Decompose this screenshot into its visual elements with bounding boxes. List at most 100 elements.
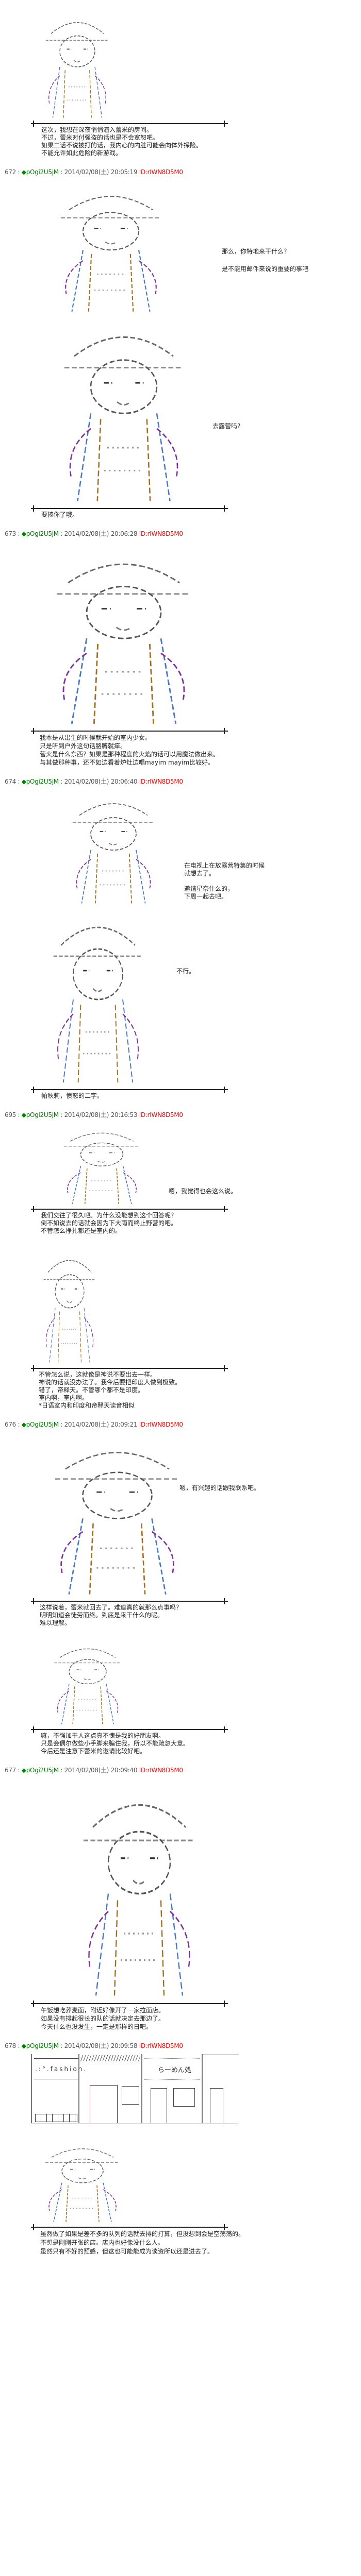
narration-caption: 不管怎么说，这就像是神说不要出去一样。 神说的话就没办法了。我今后要把印度人做到… — [39, 1371, 182, 1409]
post-number: 676 — [5, 1421, 17, 1428]
post-date: 2014/02/08(土) 20:09:21 — [64, 1421, 138, 1428]
poster-trip[interactable]: ◆pOgi2U5jM — [21, 530, 59, 537]
panel-divider — [31, 1087, 228, 1093]
poster-id[interactable]: ID:rIWN8D5M0 — [139, 1767, 183, 1774]
post-date: 2014/02/08(土) 20:06:40 — [64, 778, 138, 785]
poster-trip[interactable]: ◆pOgi2U5jM — [21, 1421, 59, 1428]
narration-caption: 我们交往了很久吧。为什么没能想到这个回答呢？ 倒不如说去的话就会因为下大雨而终止… — [41, 1212, 177, 1234]
poster-id[interactable]: ID:rIWN8D5M0 — [139, 1111, 183, 1118]
speech-text: 那么，你特地来干什么？ 是不能用邮件来说的重要的事吧 — [222, 248, 309, 273]
figure-drawing — [34, 1246, 106, 1365]
art-panel — [0, 1246, 361, 1365]
art-panel: 不行。 — [0, 906, 361, 1086]
ascii-art-figure — [31, 2139, 134, 2224]
ramen-sign: らーめん処 — [158, 2066, 192, 2074]
ascii-art-figure — [41, 314, 206, 505]
narration-caption: 要揍你了哦。 — [41, 511, 79, 518]
figure-drawing — [34, 9, 121, 120]
ascii-art-figure — [49, 1123, 155, 1206]
poster-trip[interactable]: ◆pOgi2U5jM — [21, 168, 59, 176]
separator: : — [58, 1111, 64, 1118]
separator: : — [16, 168, 22, 176]
post-number: 674 — [5, 778, 17, 785]
poster-id[interactable]: ID:rIWN8D5M0 — [139, 168, 183, 176]
figure-drawing — [62, 1778, 217, 2000]
figure-drawing — [41, 1638, 134, 1726]
figure-drawing — [49, 1123, 155, 1206]
post-header: 673 : ◆pOgi2U5jM : 2014/02/08(土) 20:06:2… — [5, 530, 361, 538]
art-panel — [0, 542, 361, 727]
art-panel: 嗯，我觉得也会这么说。 — [0, 1123, 361, 1206]
panel-divider — [31, 728, 228, 734]
speech-text: 嗯，我觉得也会这么说。 — [169, 1188, 237, 1195]
narration-caption: 我本是从出生的时候就开始的室内少女。 只是听到户外这句话胳膊就痒。 营火是什么东… — [40, 734, 220, 766]
speech-text: 嗯，有兴趣的话跟我联系吧。 — [179, 1484, 260, 1492]
speech-text: 在电视上在放露营特集的时候 就想去了。 邀请星奈什么的， 下周一起去吧。 — [184, 862, 265, 900]
narration-caption: 午饭想吃荞麦面，附近好像开了一家拉面店。 如果没有排起很长的队的话就决定去那边了… — [41, 2007, 165, 2030]
art-panel — [0, 2139, 361, 2224]
post-header: 674 : ◆pOgi2U5jM : 2014/02/08(土) 20:06:4… — [5, 778, 361, 786]
post-number: 677 — [5, 1767, 17, 1774]
post-date: 2014/02/08(土) 20:06:28 — [64, 530, 138, 537]
ascii-art-figure — [34, 9, 121, 120]
figure-drawing — [36, 906, 160, 1086]
separator: : — [58, 778, 64, 785]
post-date: 2014/02/08(土) 20:09:40 — [64, 1767, 138, 1774]
poster-trip[interactable]: ◆pOgi2U5jM — [21, 2042, 59, 2049]
ascii-art-figure — [36, 906, 160, 1086]
panel-divider — [31, 1726, 228, 1733]
ascii-art-figure — [57, 790, 170, 906]
panel-divider — [31, 505, 228, 512]
post-header: 672 : ◆pOgi2U5jM : 2014/02/08(土) 20:05:1… — [5, 168, 361, 176]
ascii-art-figure — [41, 180, 180, 314]
separator: : — [16, 2042, 22, 2049]
art-panel — [0, 1778, 361, 2000]
post-header: 676 : ◆pOgi2U5jM : 2014/02/08(土) 20:09:2… — [5, 1421, 361, 1429]
post-header: 677 : ◆pOgi2U5jM : 2014/02/08(土) 20:09:4… — [5, 1767, 361, 1774]
separator: : — [16, 1767, 22, 1774]
post-number: 673 — [5, 530, 17, 537]
separator: : — [58, 2042, 64, 2049]
panel-divider — [31, 2224, 228, 2230]
art-panel: 嗯，有兴趣的话跟我联系吧。 — [0, 1433, 361, 1598]
poster-id[interactable]: ID:rIWN8D5M0 — [139, 530, 183, 537]
separator: : — [16, 530, 22, 537]
separator: : — [16, 1111, 22, 1118]
narration-caption: 这样说着，蕾米就回去了。难道真的就那么点事吗？ 明明知道会徒劳而终。到底是来干什… — [40, 1604, 183, 1626]
speech-text: 不行。 — [176, 968, 195, 975]
art-panel: 那么，你特地来干什么？ 是不能用邮件来说的重要的事吧 — [0, 180, 361, 314]
poster-trip[interactable]: ◆pOgi2U5jM — [21, 778, 59, 785]
poster-id[interactable]: ID:rIWN8D5M0 — [139, 2042, 183, 2049]
ascii-art-figure — [41, 1638, 134, 1726]
ascii-art-figure — [31, 1433, 204, 1598]
post-date: 2014/02/08(土) 20:05:19 — [64, 168, 138, 176]
panel-divider — [31, 121, 228, 127]
separator: : — [16, 1421, 22, 1428]
art-panel — [0, 9, 361, 120]
figure-drawing — [57, 790, 170, 906]
figure-drawing — [31, 2139, 134, 2224]
figure-drawing — [31, 542, 217, 727]
poster-trip[interactable]: ◆pOgi2U5jM — [21, 1111, 59, 1118]
narration-caption: 这次，我想在深夜悄悄潜入蕾米的房间。 不过，蕾米对付强盗的话也是不会宽恕吧。 如… — [41, 126, 203, 157]
art-panel: 在电视上在放露营特集的时候 就想去了。 邀请星奈什么的， 下周一起去吧。 — [0, 790, 361, 906]
figure-drawing — [41, 180, 180, 314]
speech-text: 去露营吗? — [212, 422, 241, 430]
storefront-art: .:°.fashion. らーめん処 — [31, 2054, 239, 2124]
separator: : — [16, 778, 22, 785]
post-number: 695 — [5, 1111, 17, 1118]
ramen-shop: らーめん処 — [141, 2054, 202, 2123]
panel-divider — [31, 1206, 228, 1212]
post-date: 2014/02/08(土) 20:16:53 — [64, 1111, 138, 1118]
separator: : — [58, 1767, 64, 1774]
poster-trip[interactable]: ◆pOgi2U5jM — [21, 1767, 59, 1774]
figure-drawing — [31, 1433, 204, 1598]
poster-id[interactable]: ID:rIWN8D5M0 — [139, 778, 183, 785]
post-header: 678 : ◆pOgi2U5jM : 2014/02/08(土) 20:09:5… — [5, 2042, 361, 2050]
ascii-art-figure — [31, 542, 217, 727]
poster-id[interactable]: ID:rIWN8D5M0 — [139, 1421, 183, 1428]
figure-drawing — [41, 314, 206, 505]
panel-divider — [31, 1598, 228, 1604]
post-number: 678 — [5, 2042, 17, 2049]
shop-front — [78, 2054, 142, 2123]
